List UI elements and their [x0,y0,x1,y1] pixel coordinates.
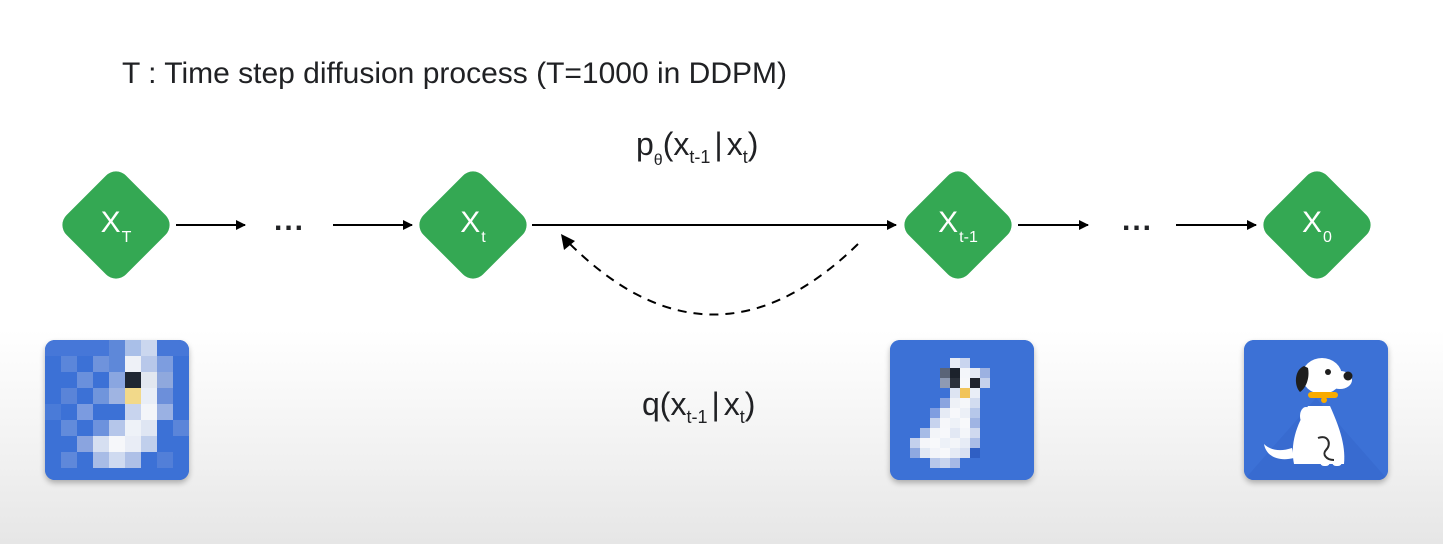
node-subscript: 0 [1323,228,1332,246]
pixelated-noisy-dog-image [45,340,189,480]
node-label: X [1302,205,1323,239]
clean-dog-illustration [1244,340,1388,480]
node-subscript: T [121,228,132,246]
ellipsis-right: ... [1122,204,1154,237]
formula-var2: x [723,386,740,422]
formula-open: (x [662,126,690,162]
formula-bar: | [711,386,720,422]
ellipsis-left: ... [274,204,306,237]
node-subscript: t-1 [959,228,978,246]
formula-func: p [636,126,654,162]
forward-process-formula: q(xt-1|xt) [642,384,756,427]
formula-sub2: t [742,147,748,167]
dashed-arc-arrowhead [561,234,575,250]
reverse-process-formula: pθ(xt-1|xt) [636,124,759,169]
node-label: X [460,205,481,239]
formula-func: q [642,386,660,422]
formula-param: θ [653,152,663,169]
slightly-pixelated-dog-image [890,340,1034,480]
formula-bar: | [714,126,723,162]
formula-close: ) [747,126,759,162]
node-label: X [938,205,959,239]
diagram-title: T : Time step diffusion process (T=1000 … [122,57,787,90]
formula-sub1: t-1 [689,147,711,167]
formula-sub2: t [739,407,745,427]
node-label: X [100,205,121,239]
formula-close: ) [744,386,756,422]
forward-noise-dashed-arc [563,237,859,316]
formula-sub1: t-1 [686,407,708,427]
formula-var2: x [726,126,743,162]
formula-open: (x [659,386,687,422]
node-subscript: t [481,228,486,246]
